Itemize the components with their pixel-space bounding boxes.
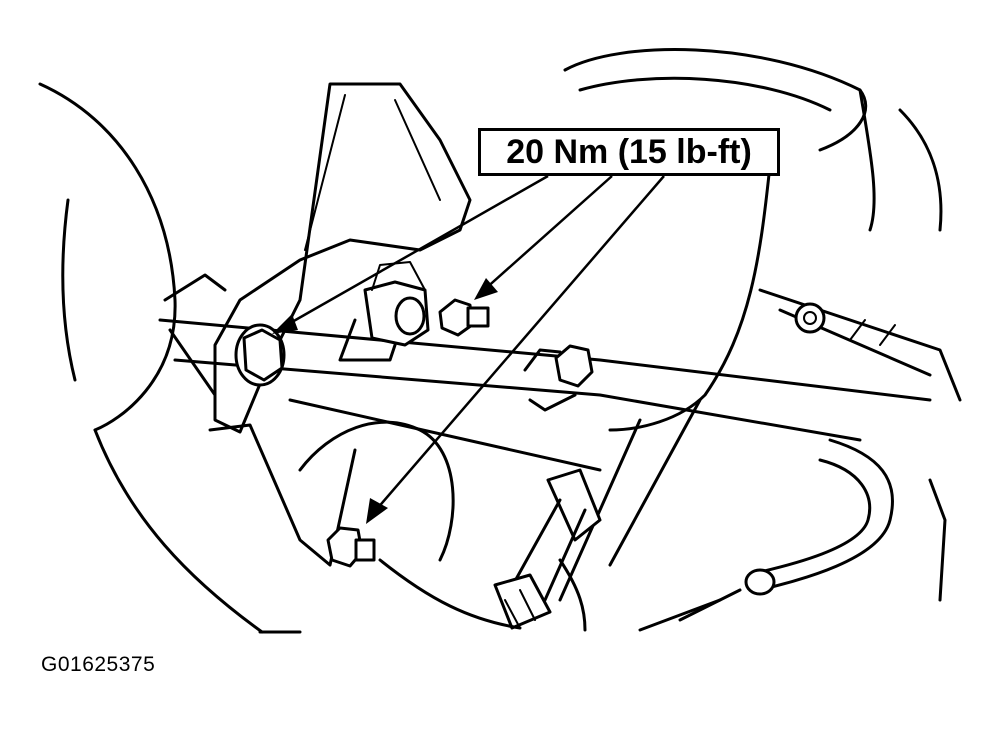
arrow-head-lower: [366, 498, 388, 524]
bolt-lower: [326, 526, 376, 568]
brake-line: [678, 438, 894, 622]
right-rail: [758, 288, 962, 402]
arrow-to-bolt-left: [284, 174, 549, 328]
right-edge: [638, 108, 947, 632]
arrow-to-bolt-center: [483, 175, 613, 291]
arrow-head-left: [272, 314, 298, 334]
lower-housing: [258, 420, 587, 634]
arrow-head-center: [474, 278, 498, 300]
torque-spec-callout: 20 Nm (15 lb-ft): [478, 128, 780, 176]
cross-shaft: [158, 318, 932, 472]
mounting-bracket: [208, 82, 472, 567]
bolt-right-upper: [523, 344, 594, 412]
figure-id-label: G01625375: [41, 653, 156, 676]
leader-arrows: [272, 174, 665, 524]
bolt-center: [438, 298, 490, 337]
strut-shroud: [558, 48, 876, 602]
arrow-to-bolt-lower: [375, 175, 665, 511]
center-clamp: [338, 261, 430, 362]
flex-hose: [493, 468, 602, 630]
